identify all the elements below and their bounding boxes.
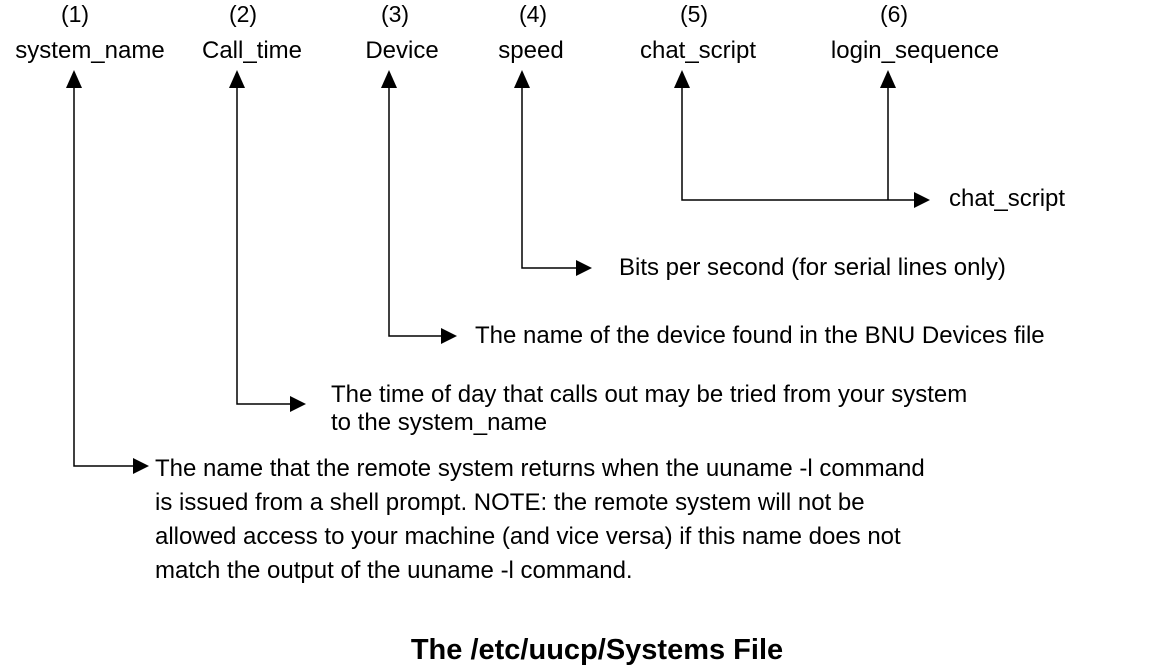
field-name-chat-script: chat_script [640,37,756,64]
desc-speed: Bits per second (for serial lines only) [619,254,1006,281]
arrowhead-right-system-name [133,458,149,474]
desc-system-name-line: match the output of the uuname -l comman… [155,557,633,584]
arrowhead-right-device [441,328,457,344]
diagram-caption: The /etc/uucp/Systems File [411,634,783,666]
connector-speed [514,70,592,276]
field-name-call-time: Call_time [202,37,302,64]
field-name-speed: speed [498,37,563,64]
field-number-1: (1) [61,1,89,27]
desc-system-name-line: allowed access to your machine (and vice… [155,523,901,550]
arrowhead-right-speed [576,260,592,276]
arrowhead-up-login-sequence [880,70,896,88]
field-number-3: (3) [381,1,409,27]
arrowhead-up-device [381,70,397,88]
arrowhead-up-speed [514,70,530,88]
field-number-5: (5) [680,1,708,27]
arrowhead-right-chat-script [914,192,930,208]
arrowhead-up-system-name [66,70,82,88]
field-number-6: (6) [880,1,908,27]
field-number-4: (4) [519,1,547,27]
field-number-2: (2) [229,1,257,27]
desc-device: The name of the device found in the BNU … [475,322,1045,349]
arrowhead-up-call-time [229,70,245,88]
connector-system-name [66,70,149,474]
field-name-device: Device [365,37,438,64]
desc-system-name-line: is issued from a shell prompt. NOTE: the… [155,489,865,516]
desc-call-time-line: The time of day that calls out may be tr… [331,381,967,408]
arrowhead-right-call-time [290,396,306,412]
connector-call-time [229,70,306,412]
desc-system-name: The name that the remote system returns … [155,455,925,584]
desc-call-time: The time of day that calls out may be tr… [331,381,967,436]
desc-chat-script: chat_script [949,185,1065,212]
connector-device [381,70,457,344]
field-name-login-sequence: login_sequence [831,37,999,64]
desc-call-time-line: to the system_name [331,409,547,436]
connector-chat-script [674,70,930,208]
arrowhead-up-chat-script [674,70,690,88]
field-name-system-name: system_name [15,37,164,64]
desc-system-name-line: The name that the remote system returns … [155,455,925,482]
